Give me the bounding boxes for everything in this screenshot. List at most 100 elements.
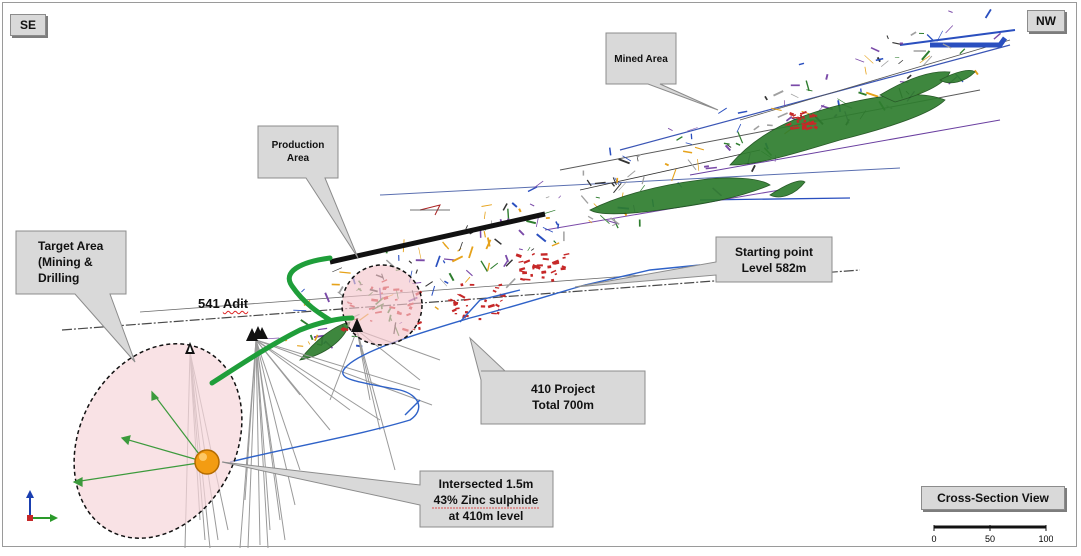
ore-intersection — [484, 299, 487, 302]
working-segment — [668, 128, 673, 130]
working-segment — [530, 204, 534, 206]
intersected-label-3: at 410m level — [449, 509, 524, 523]
working-segment — [339, 272, 350, 273]
ore-intersection — [516, 253, 522, 258]
scale-tick-50: 50 — [985, 534, 995, 544]
ore-intersection — [464, 299, 470, 301]
ore-intersection — [493, 290, 497, 293]
working-segment — [975, 70, 978, 74]
ore-intersection — [491, 313, 497, 315]
working-segment — [506, 279, 515, 288]
decline-black — [330, 214, 545, 262]
ore-intersection — [498, 284, 502, 287]
ore-intersection — [547, 265, 551, 268]
orientation-nw-badge: NW — [1027, 10, 1065, 32]
working-segment — [484, 231, 485, 237]
callout-mined-area: Mined Area — [606, 33, 718, 110]
working-segment — [465, 277, 470, 282]
orientation-se-badge: SE — [10, 14, 46, 36]
working-segment — [778, 113, 788, 117]
working-segment — [612, 183, 615, 186]
ore-intersection — [470, 284, 475, 286]
working-segment — [876, 59, 883, 61]
cross-section-view-title: Cross-Section View — [937, 491, 1049, 505]
working-segment — [293, 310, 306, 311]
production-area-zone — [342, 265, 422, 345]
production-area-label-2: Area — [287, 153, 310, 164]
working-segment — [907, 75, 911, 79]
working-segment — [495, 239, 502, 244]
working-segment — [506, 255, 509, 262]
ore-intersection — [551, 270, 557, 274]
working-segment — [528, 247, 530, 251]
working-segment — [610, 148, 611, 156]
working-segment — [799, 63, 804, 64]
orientation-nw-label: NW — [1036, 14, 1056, 28]
working-segment — [488, 263, 490, 271]
working-segment — [806, 90, 812, 91]
working-segment — [672, 169, 676, 181]
working-segment — [948, 11, 952, 13]
working-segment — [754, 126, 759, 130]
target-intersection-marker — [195, 450, 219, 474]
working-segment — [512, 203, 517, 207]
working-segment — [297, 346, 303, 347]
ore-intersection — [479, 318, 482, 320]
ore-intersection — [564, 253, 570, 256]
intersected-label-1: Intersected 1.5m — [439, 477, 534, 491]
ore-intersection — [460, 283, 463, 286]
scale-tick-0: 0 — [931, 534, 936, 544]
working-segment — [927, 35, 933, 41]
working-segment — [628, 171, 636, 177]
ore-intersection — [523, 259, 530, 263]
working-segment — [318, 328, 327, 329]
ore-intersection — [455, 313, 457, 314]
ore-intersection — [790, 114, 792, 116]
cross-section-view-badge: Cross-Section View — [921, 486, 1065, 510]
planned-green-track — [212, 258, 352, 383]
working-segment — [558, 224, 559, 229]
working-segment — [459, 242, 462, 251]
intersected-label-2: 43% Zinc sulphide — [434, 493, 539, 507]
working-segment — [556, 222, 558, 225]
working-segment — [774, 91, 784, 96]
ore-intersection — [519, 267, 525, 271]
adit-number: 541 — [198, 296, 220, 311]
project-410-label-2: Total 700m — [532, 398, 594, 412]
working-segment — [614, 183, 622, 193]
ore-intersection — [803, 120, 806, 123]
working-segment — [642, 176, 644, 184]
callout-intersected: Intersected 1.5m 43% Zinc sulphide at 41… — [222, 462, 553, 527]
target-area-label-1: Target Area — [38, 239, 104, 253]
working-segment — [491, 263, 498, 269]
ore-intersection — [543, 258, 549, 261]
working-segment — [738, 111, 747, 113]
working-segment — [826, 74, 827, 79]
ore-intersection — [495, 304, 500, 308]
working-segment — [738, 132, 743, 144]
working-segment — [503, 204, 507, 211]
ore-intersection — [518, 261, 523, 263]
ore-intersection — [418, 327, 421, 330]
working-segment — [519, 249, 523, 250]
ore-intersection — [541, 270, 546, 274]
working-segment — [554, 241, 556, 243]
working-segment — [311, 335, 313, 340]
working-segment — [752, 165, 755, 171]
working-segment — [718, 108, 726, 113]
working-segment — [537, 234, 546, 241]
starting-point-label-1: Starting point — [735, 245, 813, 259]
working-segment — [469, 247, 473, 259]
working-segment — [416, 270, 417, 274]
working-segment — [587, 180, 591, 186]
callout-410-project: 410 Project Total 700m — [470, 338, 645, 424]
mine-workings — [62, 30, 1015, 330]
scale-bar: 0 50 100 — [928, 523, 1053, 545]
working-segment — [704, 166, 709, 167]
working-segment — [986, 9, 991, 18]
working-segment — [612, 224, 616, 226]
working-segment — [450, 273, 454, 281]
working-segment — [859, 92, 867, 95]
working-segment — [698, 159, 699, 171]
